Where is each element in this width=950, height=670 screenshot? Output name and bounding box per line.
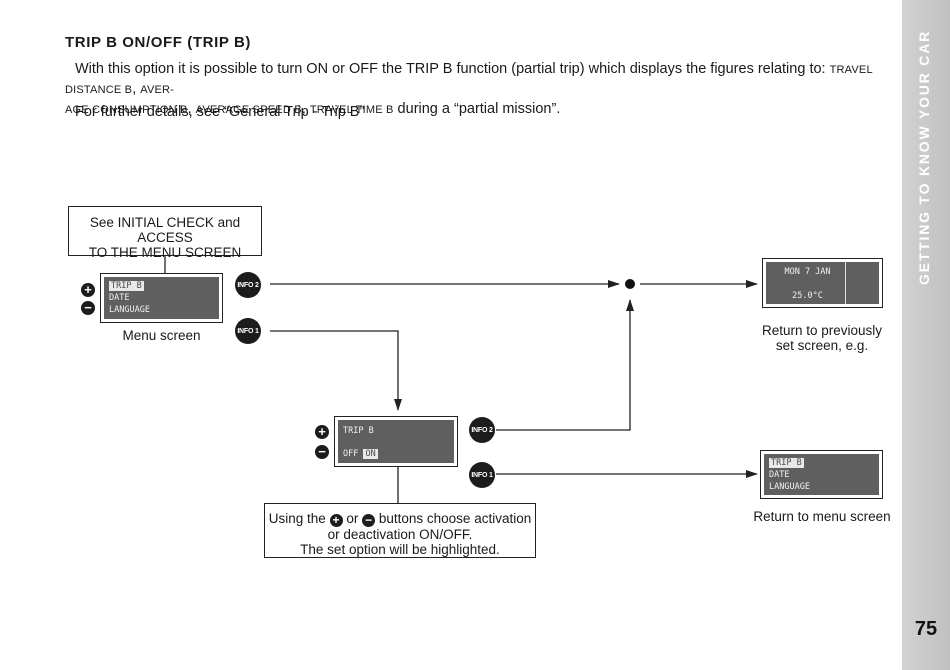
return-menu-caption: Return to menu screen [753,509,891,524]
initial-check-box: See INITIAL CHECK and ACCESS TO THE MENU… [68,206,262,260]
plus-button-icon[interactable]: + [81,283,95,297]
return-previous-caption: Return to previously set screen, e.g. [761,323,883,353]
info1-button-icon[interactable]: INFO 1 [469,462,495,488]
choose-option-box: Using the + or − buttons choose activati… [264,503,536,558]
menu-item-date: DATE [769,470,790,480]
info1-button-icon[interactable]: INFO 1 [235,318,261,344]
date-readout: MON 7 JAN [784,267,831,277]
option-on: ON [363,449,378,459]
choose-box-line3: The set option will be highlighted. [300,542,500,557]
term-travel-distance: travel distance b [65,64,873,96]
minus-icon: − [362,514,376,527]
temperature-readout: 25.0°C [792,291,823,301]
junction-dot [625,279,635,289]
menu-screen-display-return: TRIP B DATE LANGUAGE [760,450,883,499]
arrow-info1-to-trip [270,330,402,411]
plus-button-icon[interactable]: + [315,425,329,439]
arrow-info2-up [496,299,634,431]
menu-screen-display: TRIP B DATE LANGUAGE [100,273,223,323]
plus-icon: + [329,514,343,527]
menu-item-trip-b: TRIP B [769,458,804,468]
info2-button-icon[interactable]: INFO 2 [469,417,495,443]
term-average-speed: average speed b [195,104,302,116]
details-text: For further details, see “General Trip -… [75,104,365,120]
paragraph-text: With this option it is possible to turn … [75,61,830,77]
menu-item-language: LANGUAGE [109,305,150,315]
date-temp-screen-display: MON 7 JAN 25.0°C [762,258,883,308]
description-paragraph: With this option it is possible to turn … [65,61,873,117]
menu-item-trip-b: TRIP B [109,281,144,291]
menu-item-language: LANGUAGE [769,482,810,492]
choose-box-line2: or deactivation ON/OFF. [327,527,473,542]
menu-item-date: DATE [109,293,130,303]
minus-button-icon[interactable]: − [315,445,329,459]
section-heading: TRIP B ON/OFF (TRIP B) [65,34,251,51]
initial-box-line1: See INITIAL CHECK and ACCESS [89,215,241,245]
menu-screen-caption: Menu screen [122,328,201,343]
term-average-consumption: AVER- [140,84,175,96]
option-off: OFF [343,449,359,459]
trip-b-label: TRIP B [343,426,374,436]
chapter-title: GETTING TO KNOW YOUR CAR [916,29,932,285]
initial-box-line2: TO THE MENU SCREEN [88,245,242,260]
term-travel-time: travel time b [309,104,394,116]
trip-b-screen-display: TRIP B OFF ON [334,416,458,467]
info2-button-icon[interactable]: INFO 2 [235,272,261,298]
page-number: 75 [914,618,938,640]
chapter-sidebar: GETTING TO KNOW YOUR CAR 75 [902,0,950,670]
flow-connectors [164,256,758,503]
minus-button-icon[interactable]: − [81,301,95,315]
